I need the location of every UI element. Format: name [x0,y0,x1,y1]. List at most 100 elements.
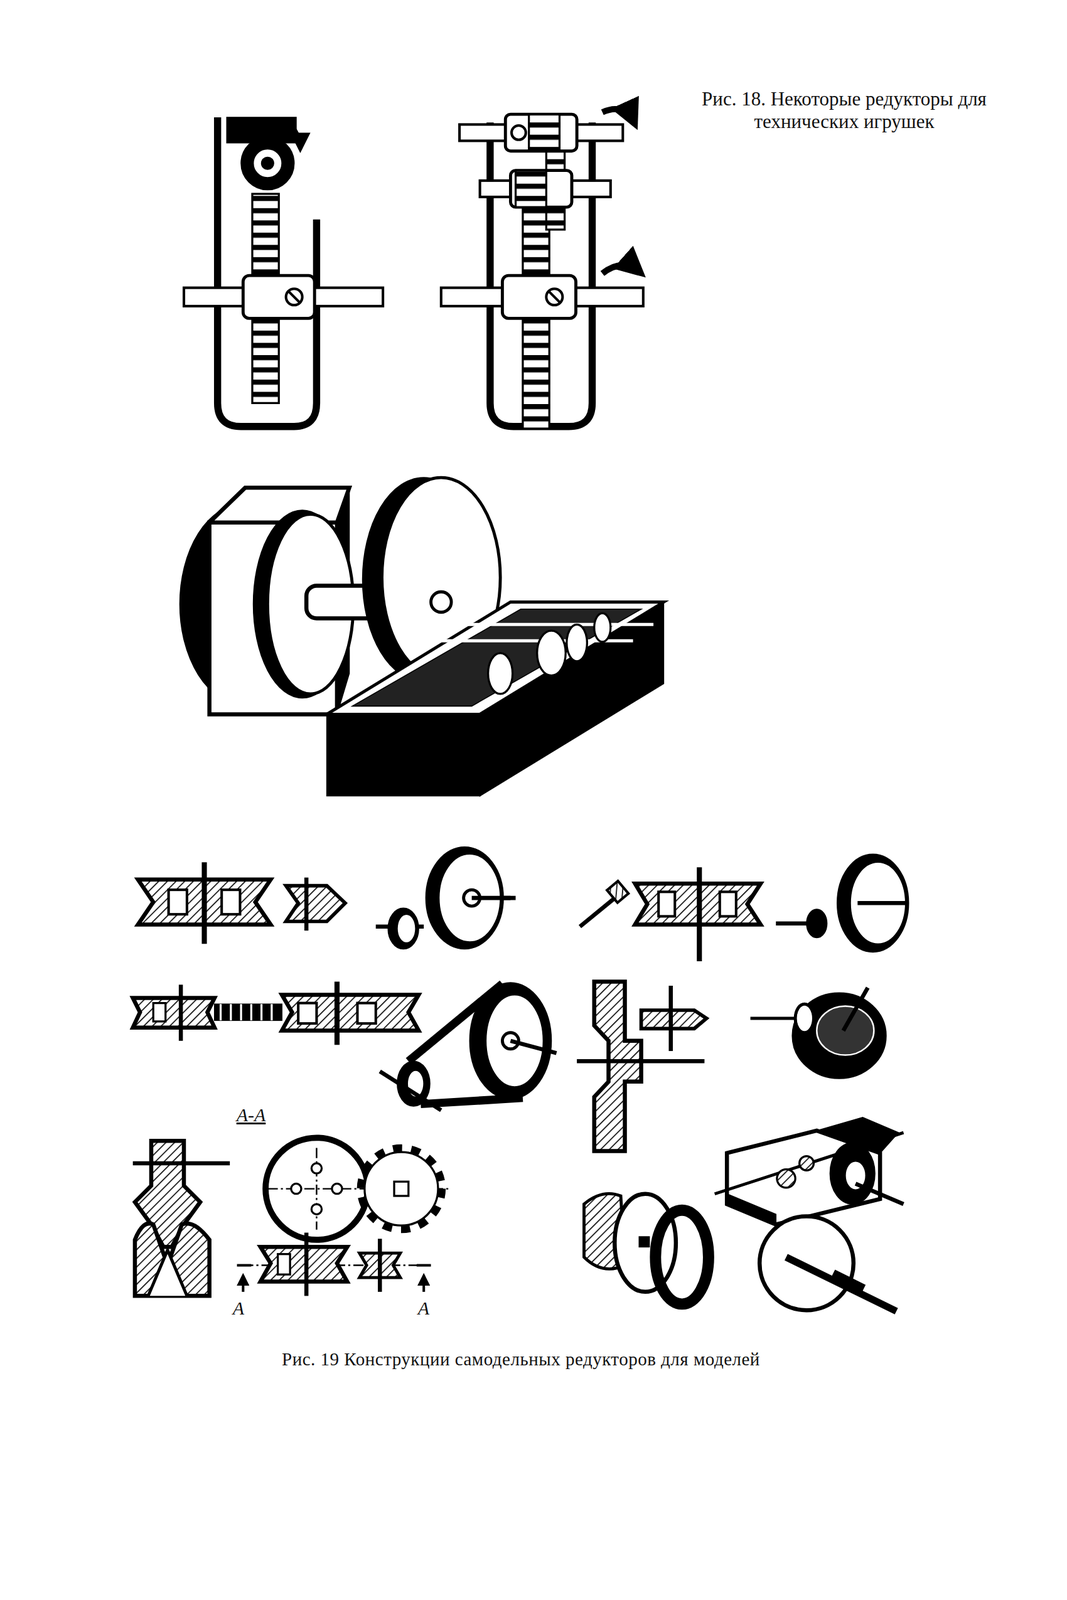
screw-slot [289,291,300,302]
motor-top [209,487,350,523]
small-pulley-face [397,914,416,944]
screw [546,288,563,306]
gear-edge [515,170,547,208]
axle [178,984,184,1041]
shaft-sleeve [832,1276,864,1292]
motor-gearbox [179,477,664,796]
square-hole [394,1181,409,1197]
gear [594,613,611,643]
gear [537,630,567,676]
shaft [843,987,869,1031]
pulley-section [133,997,215,1028]
hole [311,1204,322,1215]
face-gear-section [594,981,642,1152]
rubber-ring [655,1210,709,1305]
box-rim [327,602,665,715]
axle [576,1059,705,1064]
wheel-ring [252,148,284,179]
pinion-section [606,881,629,904]
small-pulley [806,909,828,939]
figure-caption: Рис. 19 Конструкции самодельных редуктор… [112,1349,929,1371]
section-mark [416,1264,432,1268]
axle [133,1161,230,1167]
hole [153,1003,166,1022]
section-arrow [241,1276,245,1293]
gear [488,653,513,695]
pulley-section [281,995,419,1032]
spring-coils [220,1004,272,1021]
section-arrow [422,1276,425,1293]
shaft [510,1041,557,1054]
hole [168,890,188,915]
section-label: А-А [222,1104,280,1127]
square-hole [638,1237,649,1248]
housing-base [726,1194,776,1226]
gear [799,1156,815,1172]
gearbox-housing [726,1131,880,1226]
pinion-section [641,1010,707,1029]
hole [658,891,675,917]
screw [286,288,303,306]
homemade-reducers [133,847,909,1312]
wheel-hub [261,156,275,170]
hole [357,1003,376,1025]
pulley-section [260,1247,348,1282]
box-shaft [449,623,654,627]
screw [511,125,526,140]
figure-caption: Рис. 18. Некоторые редукторы для техниче… [687,87,1002,133]
hole [298,1003,317,1025]
toy-gearbox-right [441,109,644,429]
axle [334,981,340,1046]
center-line [315,1148,317,1231]
hole [719,891,737,917]
axle [304,1233,309,1297]
hole [291,1183,302,1194]
disc-hub [431,591,452,613]
worm-wheel [241,136,295,191]
hole [332,1183,343,1194]
axle [304,878,309,932]
hub [510,170,572,208]
toy-gearbox-left [183,117,383,427]
screw-slot [549,291,560,302]
v-groove [148,1250,188,1297]
hole [311,1163,322,1174]
shaft [857,901,909,906]
section-mark-label: А [225,1297,252,1320]
hub [242,275,315,319]
disc [792,992,887,1079]
hole [278,1254,291,1276]
rotation-arrow [288,122,301,149]
small-wheel [795,1004,814,1034]
axle [201,862,207,944]
gear [777,1169,796,1189]
rotation-arrow [602,265,642,274]
pulley [829,1142,875,1205]
axle [377,1238,383,1293]
hub [502,275,576,319]
channel-frame [217,117,317,427]
small-pulley [387,908,419,950]
axle [696,867,702,962]
gear-edge [529,114,560,152]
section-mark-label: А [411,1297,437,1320]
hole [221,890,240,915]
disc [614,1194,676,1293]
gear-teeth [360,1148,442,1231]
shaft [471,896,511,901]
section-mark [237,1264,252,1268]
hub [505,114,577,152]
pulley-section [286,886,346,923]
v-groove-section [134,1223,210,1297]
box-front [327,714,481,796]
spring [214,1004,282,1021]
gear [566,624,588,662]
rotation-arrow [602,109,636,125]
gear-view [364,1152,439,1226]
axle [668,986,673,1052]
shaft [855,1183,904,1205]
pulley [837,854,909,953]
shaft [379,1072,442,1111]
shaft [786,1257,897,1312]
